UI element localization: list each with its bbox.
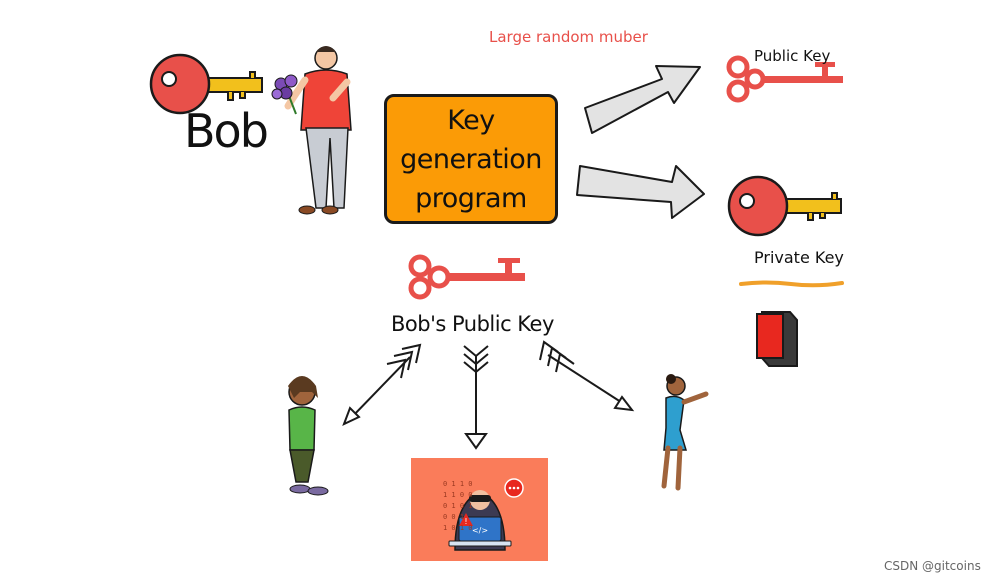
arrow-to-private-key: [576, 165, 705, 219]
program-line-2: generation: [400, 143, 542, 175]
bob-public-key-icon: [408, 254, 525, 300]
program-line-1: Key: [447, 104, 495, 136]
binary-row: 0 0 1: [443, 513, 464, 521]
bob-public-key-label: Bob's Public Key: [391, 312, 554, 336]
right-person-figure: [661, 374, 709, 491]
public-key-label: Public Key: [754, 47, 831, 65]
watermark: CSDN @gitcoins: [884, 559, 981, 573]
alert-badge: !: [459, 513, 473, 526]
program-line-3: program: [415, 182, 527, 214]
chat-bubble-icon: [504, 478, 524, 498]
bob-name-label: Bob: [184, 104, 269, 158]
bob-figure: [284, 46, 352, 215]
public-key-icon: [726, 55, 843, 103]
bob-private-key-icon: [149, 53, 263, 115]
binary-row: 1 1 0 0: [443, 491, 473, 499]
hacker-code-symbol: </>: [472, 526, 488, 535]
binary-row: 1 0 1 0: [443, 524, 473, 532]
arrow-to-left-person: [342, 343, 422, 426]
binary-row: 0 1 1 0: [443, 480, 473, 488]
private-key-underline: [739, 280, 844, 288]
private-key-label: Private Key: [754, 248, 844, 267]
random-number-label: Large random muber: [489, 28, 648, 46]
arrow-to-right-person: [539, 340, 635, 412]
key-generation-program-box: Key generation program: [384, 94, 558, 224]
alert-symbol: !: [464, 517, 467, 526]
flower-bouquet-icon: [271, 74, 298, 115]
safe-card-icon: [756, 311, 798, 367]
left-person-figure: [288, 376, 329, 496]
binary-row: 0 1 0 1: [443, 502, 473, 510]
binary-code-text: 0 1 1 0 1 1 0 0 0 1 0 1 0 0 1 1 0 1 0: [443, 480, 473, 532]
arrow-to-hacker: [463, 345, 489, 450]
arrow-to-public-key: [584, 65, 701, 134]
private-key-icon: [727, 175, 842, 237]
